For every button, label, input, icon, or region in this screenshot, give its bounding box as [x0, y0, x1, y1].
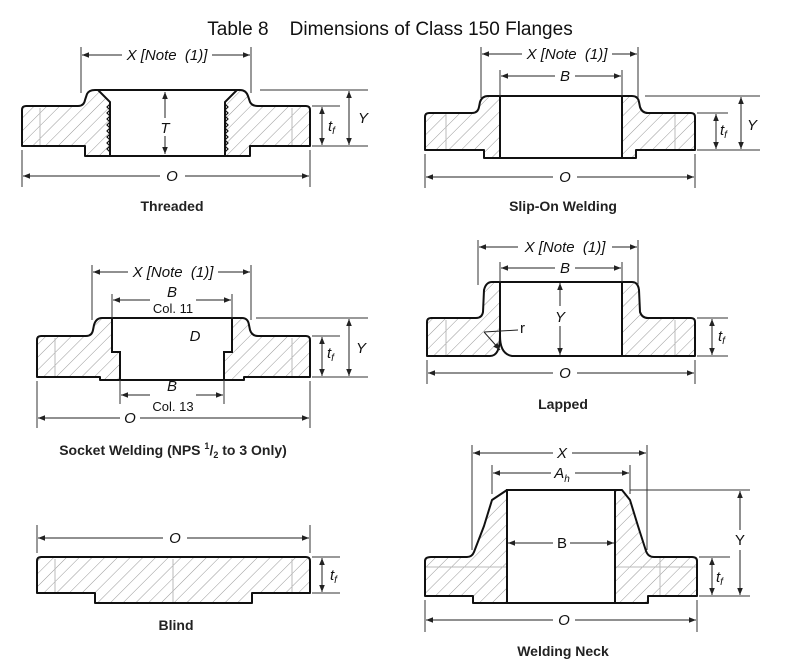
threaded-flange-diagram: X [Note (1)] T tf Y O Threaded: [21, 47, 369, 214]
threaded-tf-label: tf: [328, 118, 336, 137]
slip-on-caption: Slip-On Welding: [509, 198, 617, 214]
socket-x-label: X [Note (1)]: [132, 264, 215, 281]
blind-flange-diagram: O tf Blind: [36, 525, 340, 633]
threaded-bore: [95, 89, 240, 157]
blind-o-label: O: [169, 530, 181, 547]
lapped-y-label: Y: [555, 309, 566, 326]
threaded-caption: Threaded: [140, 198, 203, 214]
slip-on-tf-label: tf: [720, 122, 728, 141]
lapped-tf-label: tf: [718, 328, 726, 347]
socket-b-lower-label: B: [167, 378, 177, 395]
blind-tf-label: tf: [330, 567, 338, 586]
welding-neck-ah-label: Ah: [553, 465, 570, 485]
figure-title: Table 8 Dimensions of Class 150 Flanges: [207, 19, 572, 40]
welding-neck-x-label: X: [556, 445, 568, 462]
lapped-caption: Lapped: [538, 396, 588, 412]
threaded-y-label: Y: [358, 110, 369, 127]
threaded-t-label: T: [160, 120, 171, 137]
socket-bore: [111, 317, 233, 381]
welding-neck-caption: Welding Neck: [517, 643, 609, 659]
socket-col13-label: Col. 13: [152, 399, 193, 414]
socket-col11-label: Col. 11: [153, 301, 193, 316]
welding-neck-y-label: Y: [735, 532, 745, 549]
slip-on-flange-diagram: X [Note (1)] B tf Y O Slip-On Welding: [424, 46, 760, 214]
welding-neck-tf-label: tf: [716, 569, 724, 588]
socket-caption: Socket Welding (NPS 1/2 to 3 Only): [59, 441, 287, 460]
slip-on-o-label: O: [559, 169, 571, 186]
lapped-r-label: r: [520, 320, 525, 337]
socket-tf-label: tf: [327, 345, 335, 364]
welding-neck-flange-diagram: X Ah B Y tf O Welding Neck: [424, 445, 750, 659]
threaded-x-label: X [Note (1)]: [126, 47, 209, 64]
lapped-bore: [499, 281, 623, 357]
slip-on-bore: [499, 95, 623, 159]
socket-o-label: O: [124, 410, 136, 427]
slip-on-b-label: B: [560, 68, 570, 85]
blind-caption: Blind: [159, 617, 194, 633]
lapped-o-label: O: [559, 365, 571, 382]
lapped-flange-diagram: X [Note (1)] B Y r tf O Lapped: [426, 239, 728, 412]
welding-neck-b-label: B: [557, 535, 567, 552]
threaded-o-label: O: [166, 168, 178, 185]
socket-y-label: Y: [356, 340, 367, 357]
slip-on-y-label: Y: [747, 117, 758, 134]
welding-neck-bore: [506, 489, 616, 604]
slip-on-x-label: X [Note (1)]: [526, 46, 609, 63]
socket-b-upper-label: B: [167, 284, 177, 301]
welding-neck-o-label: O: [558, 612, 570, 629]
socket-d-label: D: [190, 328, 201, 345]
lapped-b-label: B: [560, 260, 570, 277]
thread-marks: [106, 103, 229, 153]
socket-welding-flange-diagram: X [Note (1)] B Col. 11 D B Col. 13 tf Y …: [36, 264, 368, 460]
lapped-x-label: X [Note (1)]: [524, 239, 607, 256]
